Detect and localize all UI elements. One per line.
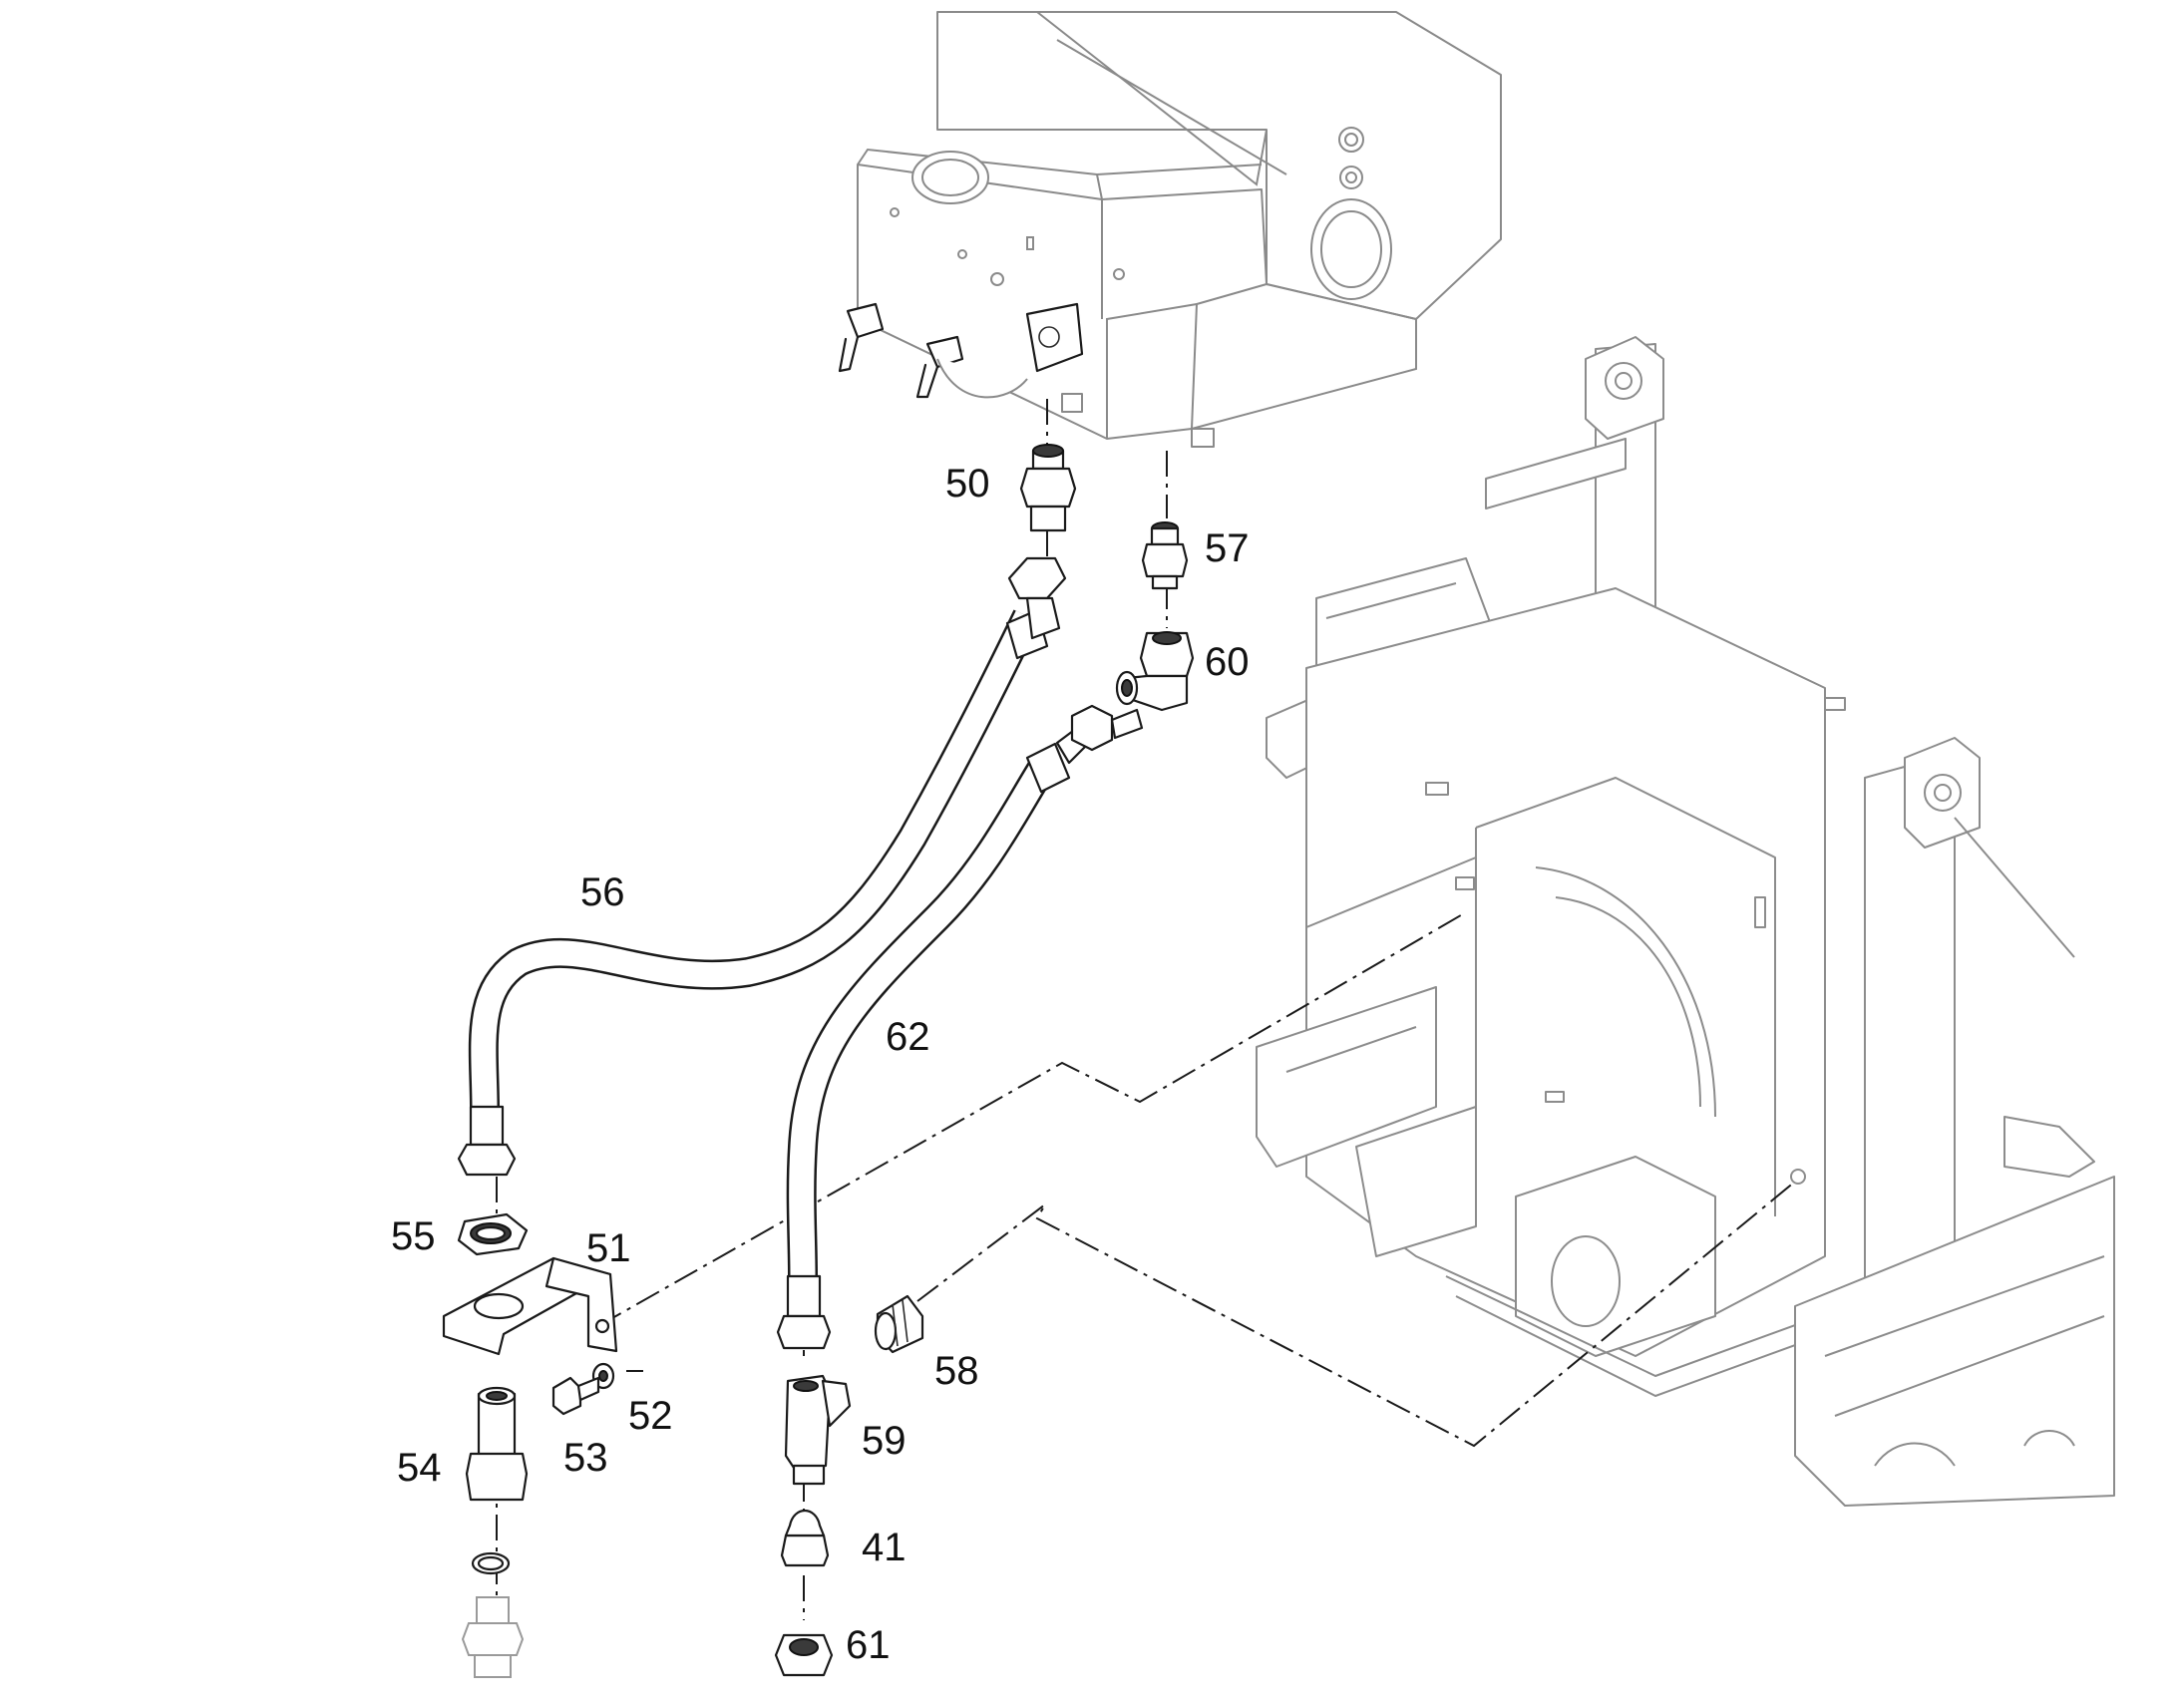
part-60-elbow	[1115, 631, 1195, 712]
part-51-bracket	[442, 1256, 618, 1356]
part-58-fitting	[874, 1294, 924, 1354]
o-ring	[471, 1551, 511, 1575]
part-50-connector	[1019, 444, 1077, 532]
part-59-tee	[784, 1374, 852, 1486]
callout-56: 56	[580, 870, 625, 914]
part-61-nut	[774, 1633, 834, 1677]
hose-62-lower-fitting	[776, 1274, 832, 1350]
machine-frame	[1256, 336, 2115, 1507]
callout-61: 61	[846, 1623, 891, 1667]
part-53-bolt	[551, 1376, 600, 1416]
part-54-adapter	[465, 1386, 529, 1502]
hose-62	[786, 726, 1091, 1277]
callout-53: 53	[563, 1436, 608, 1480]
callout-57: 57	[1205, 526, 1250, 570]
hose-56	[468, 608, 1049, 1110]
ghost-fitting	[461, 1596, 525, 1678]
callout-55: 55	[391, 1214, 436, 1258]
callout-59: 59	[862, 1419, 907, 1463]
callout-50: 50	[945, 462, 990, 506]
callout-51: 51	[586, 1226, 631, 1270]
hydraulic-tank	[838, 11, 1502, 448]
part-41-plug	[780, 1509, 830, 1567]
part-55-nut	[457, 1212, 529, 1256]
callout-52: 52	[628, 1394, 673, 1438]
hose-56-upper-fitting	[1007, 556, 1067, 640]
callout-58: 58	[934, 1349, 979, 1393]
callout-60: 60	[1205, 640, 1250, 684]
callout-62: 62	[886, 1015, 930, 1059]
part-57-connector	[1141, 521, 1189, 590]
callout-labels: 50 57 60 56 62 55 51 52 53 54 58 59 41 6…	[391, 462, 1250, 1667]
hose-62-upper-fitting	[1070, 704, 1144, 752]
callout-54: 54	[397, 1446, 442, 1490]
callout-41: 41	[862, 1526, 907, 1569]
hose-56-lower-fitting	[457, 1105, 517, 1177]
